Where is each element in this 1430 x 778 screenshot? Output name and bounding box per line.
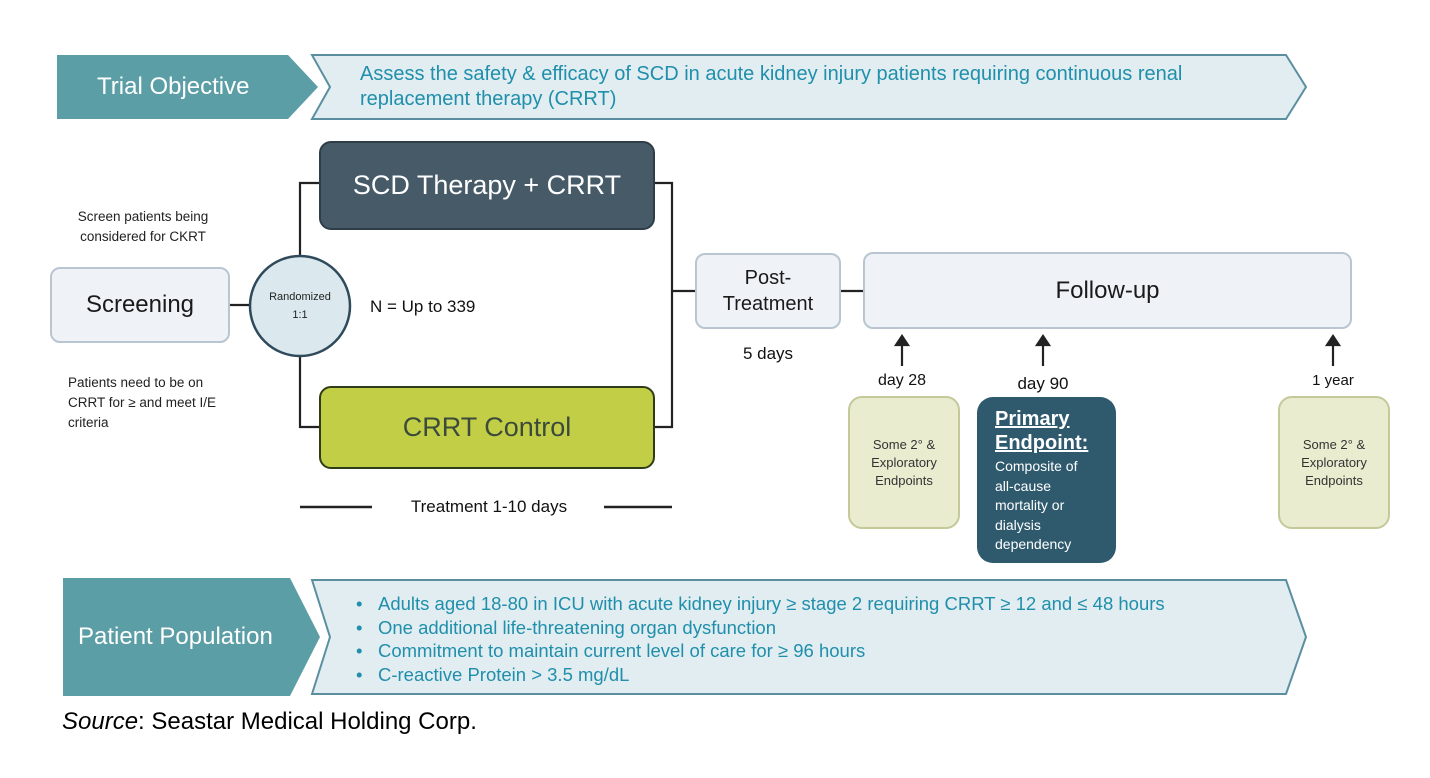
connector-to-therapy <box>298 181 320 255</box>
endpoint-1year-line: Endpoints <box>1305 472 1363 488</box>
timepoint-day28-label: day 28 <box>877 372 927 389</box>
screening-note-top: Screen patients being considered for CKR… <box>77 209 209 244</box>
primary-endpoint-line: all-cause <box>995 477 1052 494</box>
arrow-up-icon <box>1034 334 1052 347</box>
treatment-duration-label: Treatment 1-10 days <box>410 497 568 516</box>
primary-endpoint-box: Primary Endpoint: Composite of all-cause… <box>977 397 1116 563</box>
primary-endpoint-title-2: Endpoint: <box>995 432 1089 454</box>
connector-to-control <box>298 357 320 429</box>
post-treatment-box: Post- Treatment <box>695 253 841 329</box>
primary-endpoint-description: Composite of all-cause mortality or dial… <box>995 457 1104 555</box>
endpoint-day28-line: Endpoints <box>875 472 933 488</box>
arrow-up-icon <box>1324 334 1342 347</box>
list-item: •One additional life-threatening organ d… <box>356 616 777 638</box>
endpoint-1year-line: Exploratory <box>1301 454 1367 470</box>
primary-endpoint-title-1: Primary <box>995 408 1070 430</box>
list-item: •C-reactive Protein > 3.5 mg/dL <box>356 663 630 685</box>
endpoint-1year-line: Some 2° & <box>1302 436 1366 452</box>
primary-endpoint-line: mortality or <box>995 497 1065 513</box>
source-text: : Seastar Medical Holding Corp. <box>138 708 477 735</box>
timepoint-day90-label: day 90 <box>1017 374 1069 393</box>
randomization-label-line1: Randomized <box>269 291 331 303</box>
post-treatment-line1: Post- <box>744 267 792 289</box>
list-item: •Commitment to maintain current level of… <box>356 640 866 661</box>
randomization-circle <box>248 254 352 358</box>
primary-endpoint-line: dialysis <box>995 516 1041 533</box>
primary-endpoint-line: dependency <box>995 536 1072 552</box>
connector-therapy-out <box>655 181 674 429</box>
population-criteria-list: •Adults aged 18-80 in ICU with acute kid… <box>356 592 1165 686</box>
screening-note-bottom: Patients need to be on CRRT for ≥ and me… <box>68 375 216 430</box>
timepoint-1year-label: 1 year <box>1312 372 1354 389</box>
source-prefix: Source <box>62 708 139 735</box>
objective-text-banner <box>310 54 1308 120</box>
list-item: •Adults aged 18-80 in ICU with acute kid… <box>356 593 1165 614</box>
post-treatment-line2: Treatment <box>722 293 814 315</box>
endpoint-day28-box: Some 2° & Exploratory Endpoints <box>848 396 960 529</box>
follow-up-box: Follow-up <box>863 252 1352 329</box>
population-text-banner <box>310 579 1308 695</box>
objective-text: Assess the safety & efficacy of SCD in a… <box>360 63 1183 110</box>
endpoint-1year-box: Some 2° & Exploratory Endpoints <box>1278 396 1390 529</box>
population-label: Patient Population <box>78 623 273 650</box>
randomization-label: Randomized 1:1 <box>255 288 345 324</box>
randomization-label-line2: 1:1 <box>292 309 308 321</box>
sample-size-label: N = Up to 339 <box>370 297 476 316</box>
population-label-chevron <box>63 578 320 696</box>
screening-box: Screening <box>50 267 230 343</box>
arrow-up-icon <box>893 334 911 347</box>
control-arm-box: CRRT Control <box>319 386 655 469</box>
therapy-arm-box: SCD Therapy + CRRT <box>319 141 655 230</box>
post-treatment-duration: 5 days <box>742 344 794 363</box>
endpoint-day28-line: Exploratory <box>871 454 937 470</box>
endpoint-day28-line: Some 2° & <box>872 436 936 452</box>
objective-label: Trial Objective <box>97 73 250 100</box>
objective-label-chevron <box>57 55 318 119</box>
primary-endpoint-line: Composite of <box>995 458 1078 474</box>
source-caption: Source: Seastar Medical Holding Corp. <box>62 708 477 736</box>
